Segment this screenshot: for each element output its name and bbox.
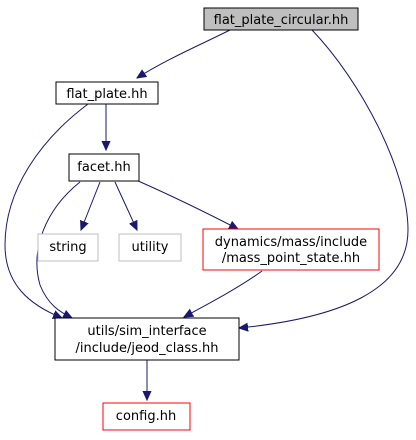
edge-facet-to-utility <box>114 181 137 230</box>
node-label-line1: utils/sim_interface <box>87 324 206 339</box>
node-utility[interactable]: utility <box>118 233 182 262</box>
edge-flat-plate-circular-to-flat-plate <box>137 29 231 78</box>
node-box <box>55 81 159 105</box>
node-box <box>118 233 182 262</box>
node-label: utility <box>132 240 169 255</box>
node-mass-point-state[interactable]: dynamics/mass/include /mass_point_state.… <box>202 228 380 271</box>
node-label-line2: /include/jeod_class.hh <box>75 341 218 356</box>
node-label: facet.hh <box>77 160 130 175</box>
edge-facet-to-jeod-class <box>36 181 81 318</box>
node-box <box>68 153 140 182</box>
node-flat-plate[interactable]: flat_plate.hh <box>55 81 159 105</box>
node-jeod-class[interactable]: utils/sim_interface /include/jeod_class.… <box>54 317 240 361</box>
node-string[interactable]: string <box>37 233 99 262</box>
edge-mass-point-state-to-jeod-class <box>184 270 263 317</box>
node-label: string <box>49 240 86 255</box>
node-label-line1: dynamics/mass/include <box>215 235 367 250</box>
edge-flat-plate-to-jeod-class <box>4 103 89 318</box>
node-label-line2: /mass_point_state.hh <box>222 251 360 266</box>
node-config[interactable]: config.hh <box>102 402 191 431</box>
edge-flat-plate-circular-to-jeod-class <box>239 29 409 328</box>
node-box <box>102 402 191 431</box>
node-box <box>203 7 359 31</box>
dependency-edges <box>4 29 409 400</box>
edge-facet-to-string <box>81 181 101 230</box>
node-box <box>202 228 380 271</box>
node-box <box>54 317 240 361</box>
node-label: flat_plate_circular.hh <box>214 13 349 28</box>
node-facet[interactable]: facet.hh <box>68 153 140 182</box>
node-label: flat_plate.hh <box>66 87 147 102</box>
node-flat-plate-circular[interactable]: flat_plate_circular.hh <box>203 7 359 31</box>
node-label: config.hh <box>116 409 176 424</box>
edge-facet-to-mass-point-state <box>135 179 238 229</box>
node-box <box>37 233 99 262</box>
